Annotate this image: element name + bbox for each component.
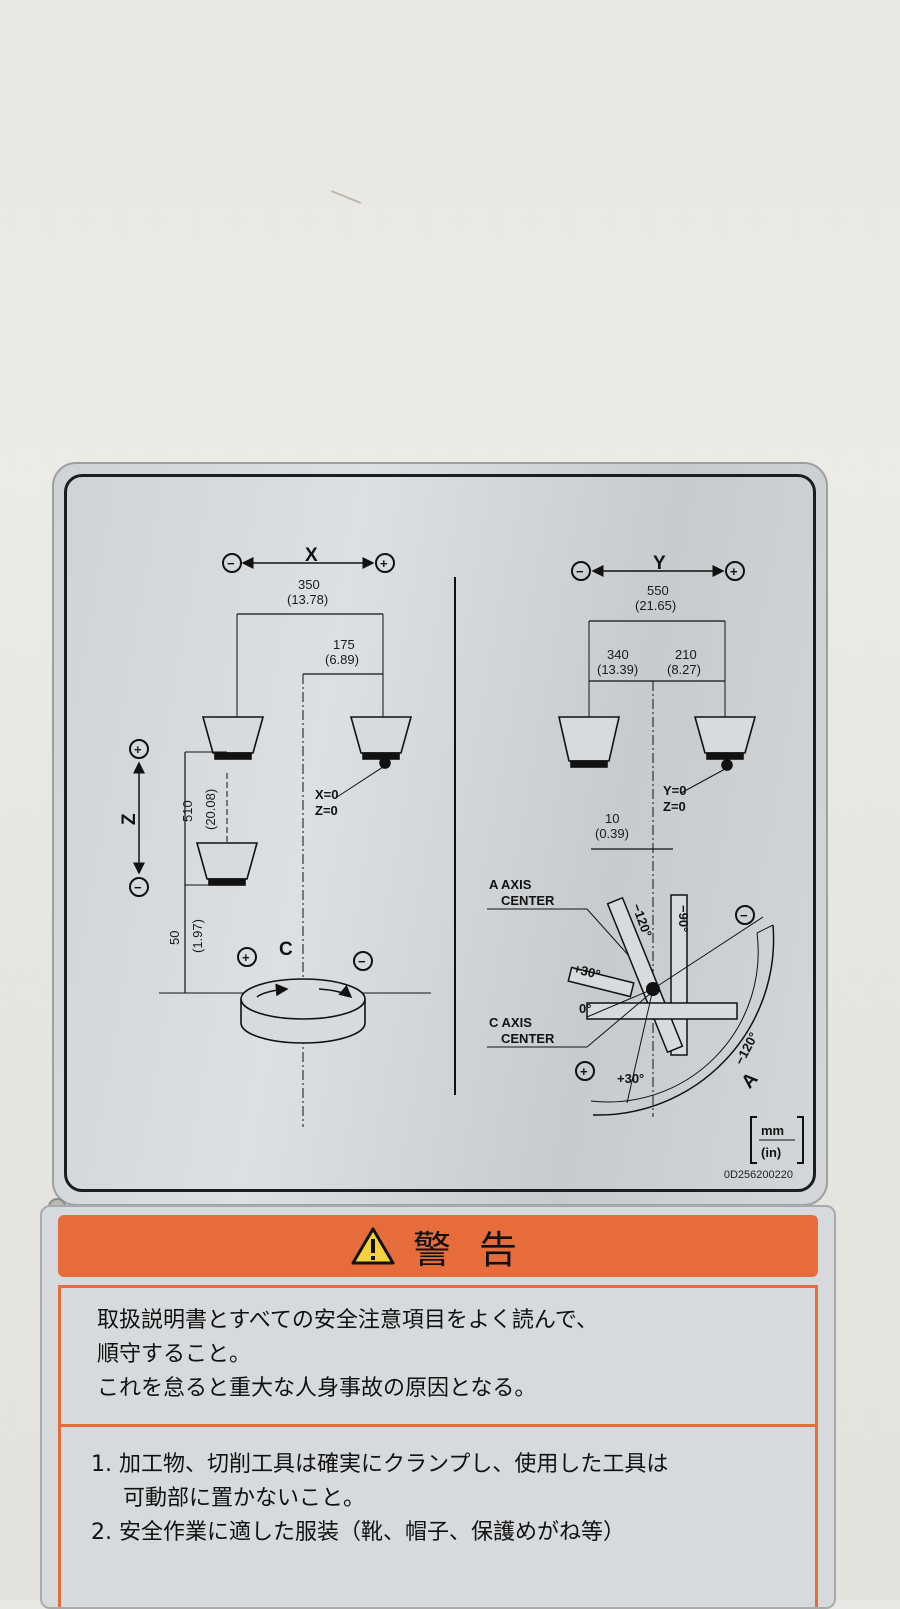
c-plus-sign: +: [242, 950, 250, 965]
x-plus-icon: [375, 553, 395, 573]
units-mm: mm: [761, 1123, 784, 1138]
x-zero-label: X=0: [315, 787, 339, 802]
y-right-in: (8.27): [667, 662, 701, 677]
y-offset-mm: 10: [605, 811, 619, 826]
axis-diagram-plate: X − + 350 (13.78) 175 (6.89): [52, 462, 828, 1206]
spindle-head-left: [201, 716, 265, 760]
warning-triangle-icon: [351, 1227, 395, 1265]
a-plus-sign: +: [580, 1064, 588, 1079]
x-half-mm: 175: [333, 637, 355, 652]
c-minus-icon: [353, 951, 373, 971]
warning-body: 取扱説明書とすべての安全注意項目をよく読んで、 順守すること。 これを怠ると重大…: [58, 1285, 818, 1607]
a-minus-icon: [735, 905, 755, 925]
z-plus-icon: [129, 739, 149, 759]
warning-title: 警 告: [412, 1227, 526, 1272]
c-axis-label: C: [279, 939, 293, 960]
warning-item-1-cont: 可動部に置かないこと。: [123, 1486, 366, 1511]
a-plus-icon: [575, 1061, 595, 1081]
part-code: 0D256200220: [723, 1169, 793, 1181]
units-bracket: [750, 1116, 804, 1164]
y-right-mm: 210: [675, 647, 697, 662]
y-left-mm: 340: [607, 647, 629, 662]
y0-leader: [680, 768, 726, 794]
y-left-in: (13.39): [597, 662, 638, 677]
warning-plate: 警 告 取扱説明書とすべての安全注意項目をよく読んで、 順守すること。 これを怠…: [40, 1205, 836, 1609]
a-arc-outer: [592, 924, 775, 1116]
x-plus-sign: +: [380, 556, 388, 571]
z-travel-mm: 510: [180, 800, 195, 822]
z-zero-label: Z=0: [315, 803, 338, 818]
warning-line-1: 取扱説明書とすべての安全注意項目をよく読んで、: [97, 1308, 598, 1333]
a-minus-sign: −: [740, 908, 748, 923]
z-offset-mm: 50: [167, 931, 182, 945]
c-plus-icon: [237, 947, 257, 967]
units-in: (in): [761, 1145, 781, 1160]
a-axis-table: [567, 894, 738, 1056]
z-plus-sign: +: [134, 742, 142, 757]
plate-border: X − + 350 (13.78) 175 (6.89): [64, 474, 816, 1192]
y-travel-in: (21.65): [635, 598, 676, 613]
z2-zero-label: Z=0: [663, 799, 686, 814]
z-minus-icon: [129, 877, 149, 897]
a-center-label-1: A AXIS: [489, 877, 532, 892]
y-plus-sign: +: [730, 564, 738, 579]
a-arc-inner: [590, 932, 759, 1103]
a-arc-end: [756, 924, 774, 934]
z-travel-in: (20.08): [203, 789, 218, 830]
x-minus-icon: [222, 553, 242, 573]
y-zero-label: Y=0: [663, 783, 687, 798]
a-ray-3: [586, 988, 654, 1018]
warning-line-3: これを怠ると重大な人身事故の原因となる。: [97, 1376, 537, 1401]
spindle-head-y-right: [693, 716, 757, 771]
warning-item-2: 2. 安全作業に適した服装（靴、帽子、保護めがね等）: [91, 1520, 625, 1545]
x-travel-in: (13.78): [287, 592, 328, 607]
y-offset-in: (0.39): [595, 826, 629, 841]
c-center-leader: [586, 992, 652, 1048]
c-center-label-2: CENTER: [501, 1031, 555, 1046]
warning-header: 警 告: [58, 1215, 818, 1277]
c-center-label-1: C AXIS: [489, 1015, 532, 1030]
c-minus-sign: −: [358, 954, 366, 969]
x-minus-sign: −: [227, 556, 235, 571]
z-minus-sign: −: [134, 880, 142, 895]
warning-divider: [61, 1424, 815, 1427]
spindle-head-lower: [195, 842, 259, 886]
warning-intro: 取扱説明書とすべての安全注意項目をよく読んで、 順守すること。 これを怠ると重大…: [97, 1304, 598, 1406]
y-plus-icon: [725, 561, 745, 581]
a-center-label-2: CENTER: [501, 893, 555, 908]
a-ray-2: [626, 988, 654, 1104]
a-angle-0: 0°: [579, 1001, 591, 1016]
a-angle-m90: −90°: [676, 905, 691, 932]
z-offset-in: (1.97): [190, 919, 205, 953]
axis-diagram: X − + 350 (13.78) 175 (6.89): [119, 545, 804, 1164]
spindle-head-right: [349, 716, 413, 769]
a-angle-p30a: +30°: [572, 961, 602, 982]
spindle-head-y-left: [557, 716, 621, 768]
warning-line-2: 順守すること。: [97, 1342, 252, 1367]
y-travel-mm: 550: [647, 583, 669, 598]
warning-item-1: 1. 加工物、切削工具は確実にクランプし、使用した工具は: [91, 1452, 669, 1477]
x-travel-mm: 350: [298, 577, 320, 592]
x-half-in: (6.89): [325, 652, 359, 667]
y-minus-icon: [571, 561, 591, 581]
a-ray-1: [652, 916, 764, 990]
z-axis-label: Z: [119, 813, 140, 825]
c-rotary-table: [240, 978, 366, 1044]
x0-leader: [336, 766, 384, 798]
wall-mark: [330, 190, 362, 204]
a-angle-p30b: +30°: [617, 1071, 644, 1086]
a-arc-label: A: [738, 1068, 763, 1092]
warning-list: 1. 加工物、切削工具は確実にクランプし、使用した工具は 可動部に置かないこと。…: [91, 1448, 668, 1550]
y-minus-sign: −: [576, 564, 584, 579]
